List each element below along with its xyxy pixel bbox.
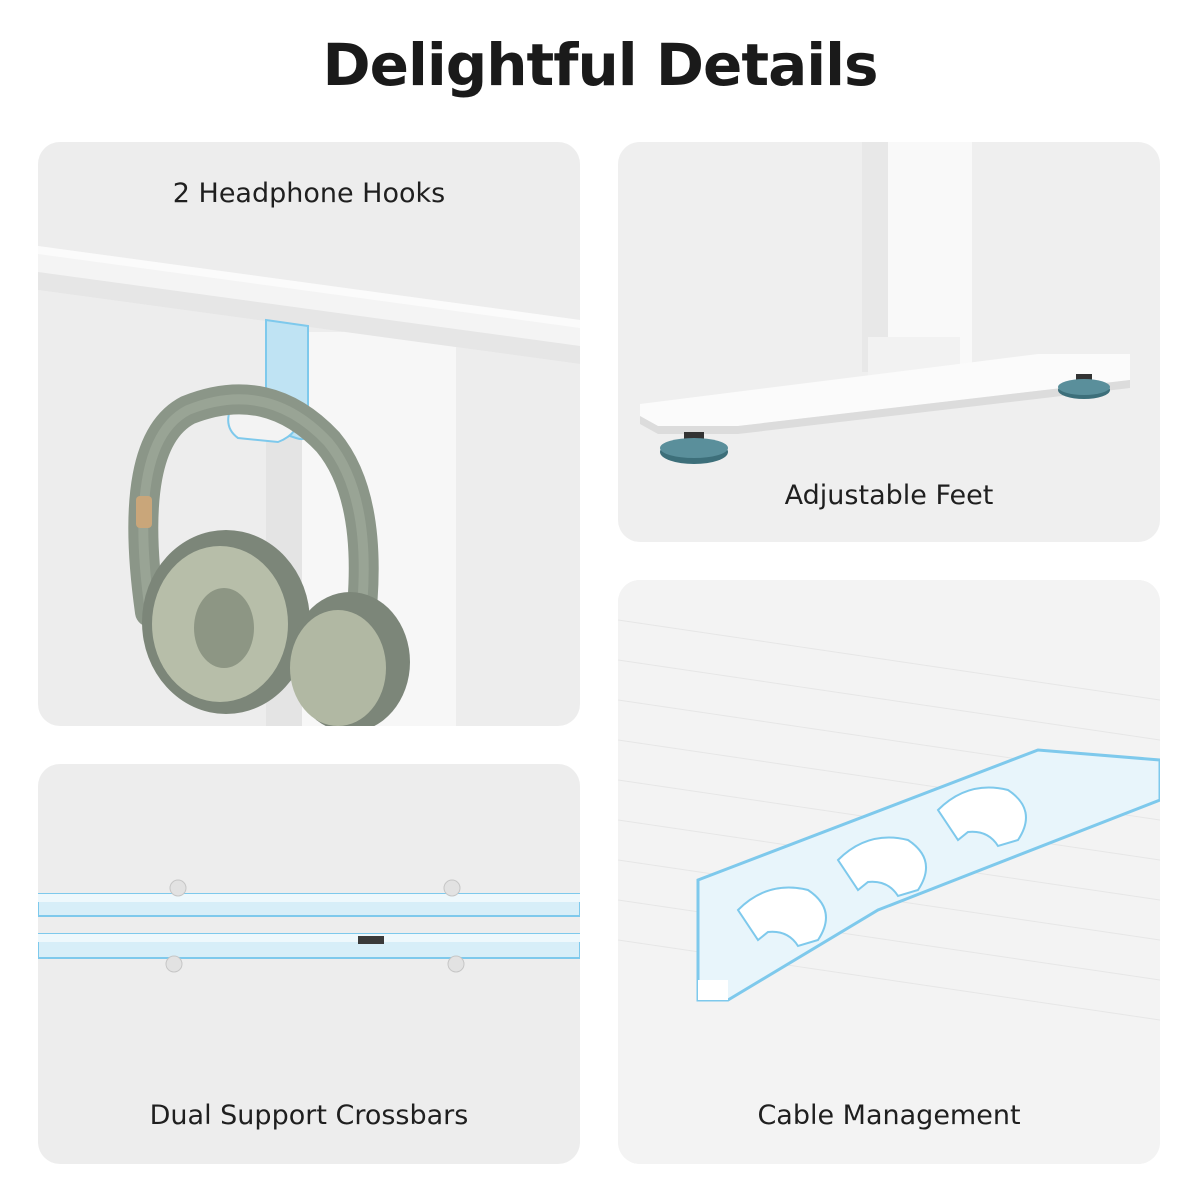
headphone-hook-illustration bbox=[38, 246, 580, 726]
crossbars-illustration bbox=[38, 879, 580, 973]
cable-clip-icon bbox=[736, 886, 827, 948]
feature-card-adjustable-feet: Adjustable Feet bbox=[618, 142, 1160, 542]
feature-card-headphone-hooks: 2 Headphone Hooks bbox=[38, 142, 580, 726]
feature-label-cable-management: Cable Management bbox=[757, 1100, 1021, 1131]
feature-card-crossbars: Dual Support Crossbars bbox=[38, 764, 580, 1164]
adjustable-feet-illustration bbox=[640, 142, 1130, 464]
feature-label-headphone-hooks: 2 Headphone Hooks bbox=[172, 178, 446, 209]
cable-clip-icon bbox=[936, 786, 1027, 848]
feature-label-crossbars: Dual Support Crossbars bbox=[149, 1100, 469, 1131]
feature-card-cable-management: Cable Management bbox=[618, 580, 1160, 1164]
cable-management-illustration bbox=[618, 580, 1160, 1164]
feature-label-adjustable-feet: Adjustable Feet bbox=[784, 480, 994, 511]
foot-beam bbox=[640, 354, 1130, 426]
cable-clip-icon bbox=[836, 836, 927, 898]
page-title: Delightful Details bbox=[322, 31, 878, 99]
